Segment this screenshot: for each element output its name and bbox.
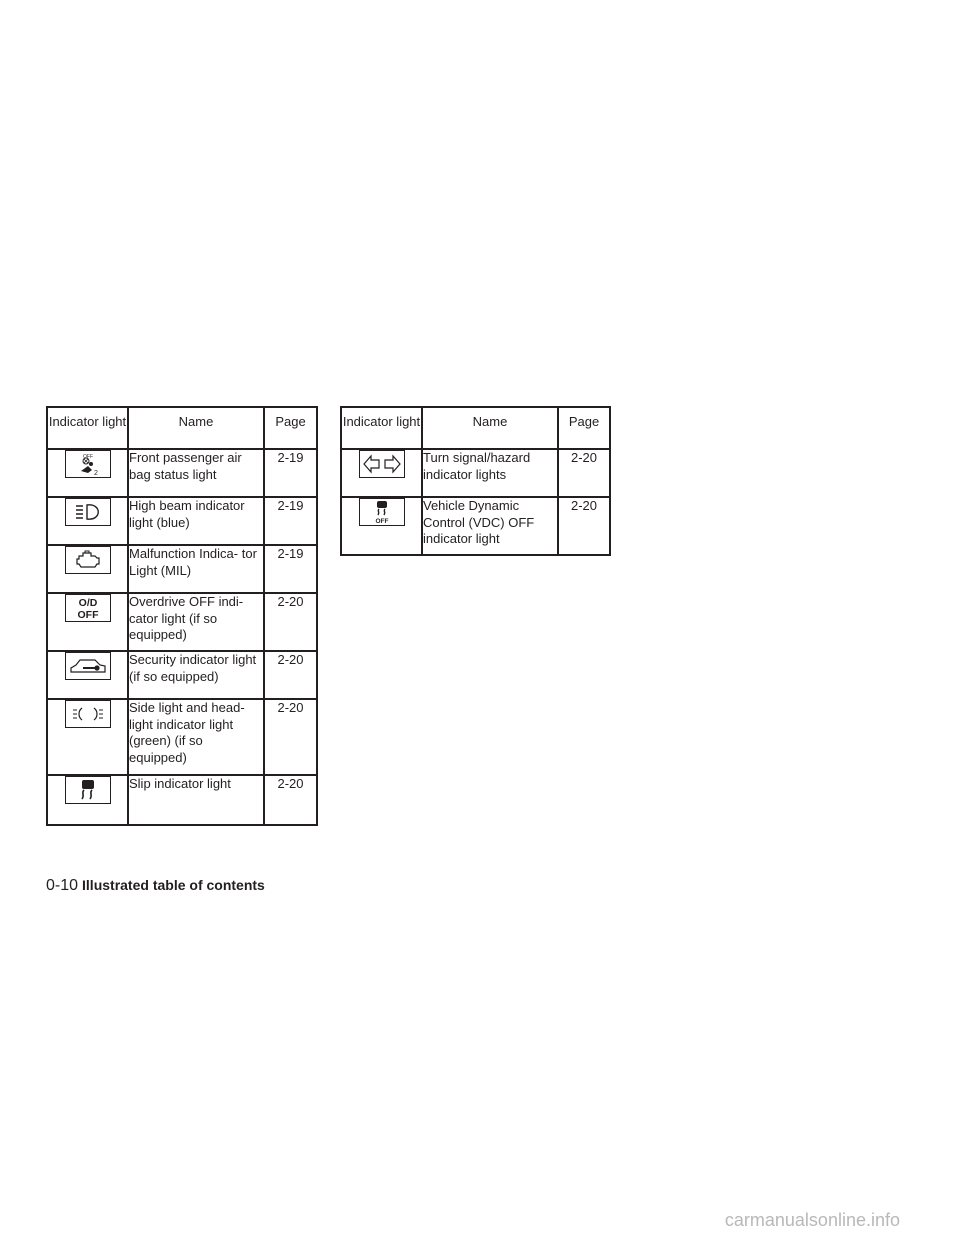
table-row: High beam indicator light (blue) 2-19 — [46, 497, 318, 546]
security-car-key-icon — [64, 652, 111, 680]
header-page: Page — [264, 406, 318, 450]
vdc-icon-off-text: OFF — [375, 518, 388, 525]
row-name: Vehicle Dynamic Control (VDC) OFF indica… — [421, 497, 559, 556]
overdrive-icon-top-text: O/D — [78, 597, 97, 609]
table-row: Turn signal/hazard indicator lights 2-20 — [340, 449, 611, 498]
row-name: Overdrive OFF indi- cator light (if so e… — [127, 593, 265, 652]
table-row: Slip indicator light 2-20 — [46, 775, 318, 826]
svg-text:OFF: OFF — [83, 454, 93, 460]
row-page: 2-20 — [264, 593, 318, 652]
svg-text:2: 2 — [94, 470, 98, 477]
overdrive-off-icon: O/D OFF — [64, 594, 111, 622]
header-indicator-light: Indicator light — [340, 406, 422, 450]
row-page: 2-19 — [264, 545, 318, 594]
row-page: 2-20 — [264, 699, 318, 776]
row-name: Slip indicator light — [127, 775, 265, 826]
row-page: 2-20 — [558, 497, 611, 556]
row-page: 2-19 — [264, 497, 318, 546]
turn-signal-arrows-icon — [358, 450, 405, 478]
header-name: Name — [421, 406, 559, 450]
row-name: Side light and head- light indicator lig… — [127, 699, 265, 776]
overdrive-icon-bottom-text: OFF — [77, 609, 99, 621]
header-indicator-light: Indicator light — [46, 406, 128, 450]
indicator-table-right: Indicator light Name Page Turn signal/ha… — [340, 406, 611, 556]
passenger-airbag-off-icon: OFF 2 — [64, 450, 111, 478]
table-row: OFF 2 Front passenger air bag status lig… — [46, 449, 318, 498]
table-row: Side light and head- light indicator lig… — [46, 699, 318, 776]
page-number: 0-10 — [46, 877, 79, 894]
side-light-headlight-icon — [64, 700, 111, 728]
vdc-off-icon: OFF — [358, 498, 405, 526]
watermark: carmanualsonline.info — [724, 1210, 900, 1230]
row-page: 2-20 — [264, 775, 318, 826]
row-name: Malfunction Indica- tor Light (MIL) — [127, 545, 265, 594]
row-name: Security indicator light (if so equipped… — [127, 651, 265, 700]
header-name: Name — [127, 406, 265, 450]
header-page: Page — [558, 406, 611, 450]
table-row: Security indicator light (if so equipped… — [46, 651, 318, 700]
row-name: Front passenger air bag status light — [127, 449, 265, 498]
row-page: 2-20 — [558, 449, 611, 498]
row-name: Turn signal/hazard indicator lights — [421, 449, 559, 498]
table-row: Malfunction Indica- tor Light (MIL) 2-19 — [46, 545, 318, 594]
high-beam-icon — [64, 498, 111, 526]
engine-malfunction-icon — [64, 546, 111, 574]
row-page: 2-19 — [264, 449, 318, 498]
table-row: O/D OFF Overdrive OFF indi- cator light … — [46, 593, 318, 652]
indicator-table-left: Indicator light Name Page OFF 2 Fron — [46, 406, 318, 826]
table-row: OFF Vehicle Dynamic Control (VDC) OFF in… — [340, 497, 611, 556]
slip-indicator-icon — [64, 776, 111, 804]
section-title: Illustrated table of contents — [82, 877, 265, 893]
row-page: 2-20 — [264, 651, 318, 700]
row-name: High beam indicator light (blue) — [127, 497, 265, 546]
